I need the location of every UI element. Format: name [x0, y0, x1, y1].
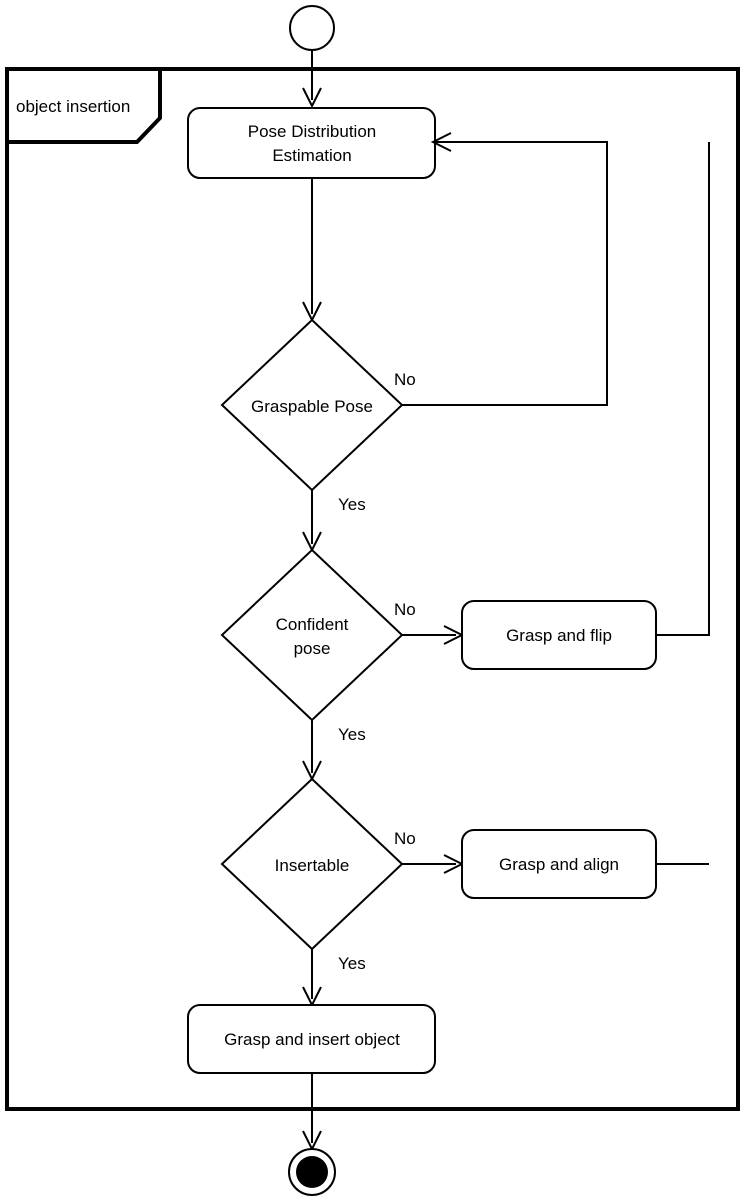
action-label: Grasp and flip	[506, 626, 612, 645]
decision-label-line2: pose	[294, 639, 331, 658]
edge-grasp-flip-feedback	[656, 142, 710, 636]
final-node-inner-disc	[296, 1156, 328, 1188]
decision-confident-pose: Confident pose	[220, 548, 404, 722]
action-pose-distribution-estimation: Pose Distribution Estimation	[187, 107, 436, 179]
decision-label: Insertable	[275, 856, 350, 875]
final-node	[288, 1148, 336, 1196]
decision-node-diamond	[220, 548, 404, 722]
action-grasp-and-align: Grasp and align	[461, 829, 657, 899]
action-node-box	[187, 107, 436, 179]
edge-label-graspable-no: No	[394, 370, 416, 389]
edge-pose-estimation-to-graspable	[302, 178, 322, 323]
edge-insertable-yes-to-grasp-insert	[302, 949, 322, 1008]
action-label: Grasp and insert object	[224, 1030, 400, 1049]
edge-insertable-no-to-grasp-align	[402, 854, 465, 874]
frame-label-text: object insertion	[16, 97, 130, 116]
decision-graspable-pose: Graspable Pose	[220, 318, 404, 492]
edge-label-insertable-yes: Yes	[338, 954, 366, 973]
decision-insertable: Insertable	[220, 777, 404, 951]
decision-label-line1: Confident	[276, 615, 349, 634]
edge-graspable-yes-to-confident	[302, 490, 322, 553]
edge-label-confident-yes: Yes	[338, 725, 366, 744]
frame-name-tab	[5, 67, 162, 144]
edge-graspable-no-feedback	[402, 132, 608, 406]
activity-frame-border	[5, 67, 740, 1111]
edge-confident-yes-to-insertable	[302, 720, 322, 782]
decision-label: Graspable Pose	[251, 397, 373, 416]
action-grasp-and-flip: Grasp and flip	[461, 600, 657, 670]
action-grasp-and-insert-object: Grasp and insert object	[187, 1004, 436, 1074]
action-label-line2: Estimation	[272, 146, 351, 165]
edge-label-confident-no: No	[394, 600, 416, 619]
edge-label-graspable-yes: Yes	[338, 495, 366, 514]
edge-label-insertable-no: No	[394, 829, 416, 848]
edge-initial-to-pose-estimation	[302, 50, 322, 109]
initial-node	[289, 5, 335, 51]
edge-confident-no-to-grasp-flip	[402, 625, 465, 645]
action-label: Grasp and align	[499, 855, 619, 874]
action-label-line1: Pose Distribution	[248, 122, 377, 141]
